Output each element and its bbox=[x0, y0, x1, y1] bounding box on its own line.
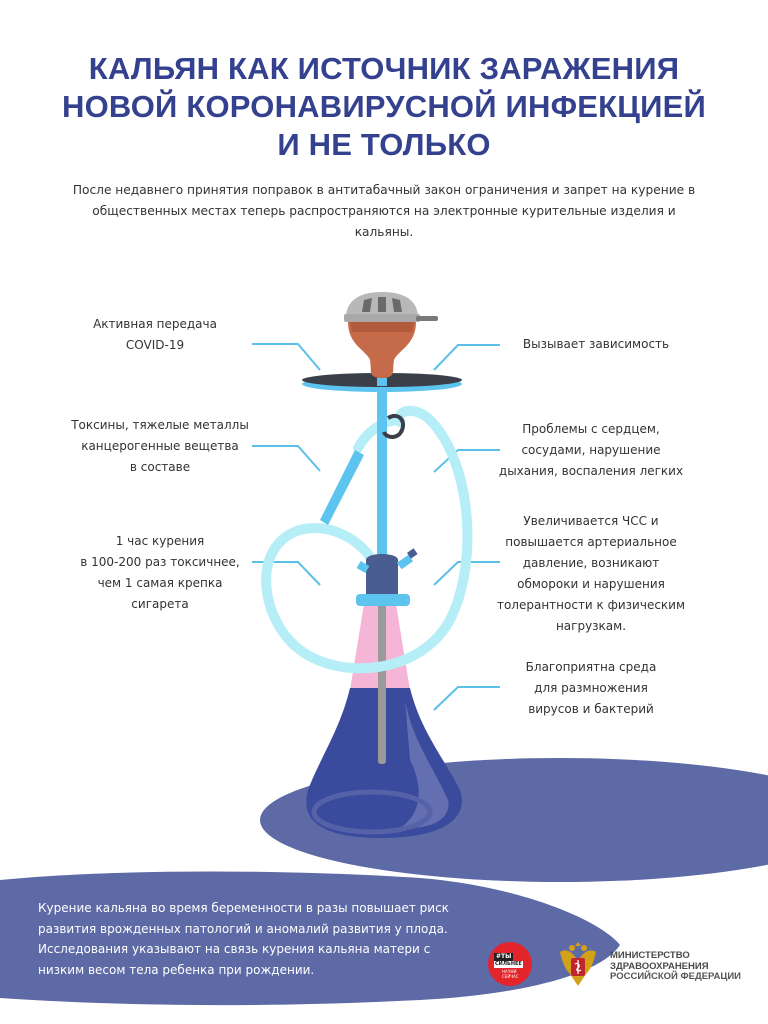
hose bbox=[261, 405, 473, 674]
callout-line-text: для размножения bbox=[534, 681, 648, 695]
callout-line-text: COVID-19 bbox=[125, 338, 185, 352]
intro-line: После недавнего принятия поправок в анти… bbox=[72, 183, 696, 197]
callout-line-text: нагрузкам. bbox=[555, 619, 627, 633]
campaign-logo: #ТЫ СИЛЬНЕЕ НАЧНИ СЕЙЧАС bbox=[488, 942, 532, 986]
callout-viruses: Благоприятна среда для размножения вирус… bbox=[486, 657, 696, 720]
port-right bbox=[396, 554, 414, 570]
callout-line bbox=[433, 561, 500, 586]
valve-cap bbox=[407, 548, 418, 559]
ministry-line: РОССИЙСКОЙ ФЕДЕРАЦИИ bbox=[610, 971, 742, 982]
hose-hook bbox=[382, 413, 405, 439]
callout-line-text: Благоприятна среда bbox=[525, 660, 657, 674]
collar bbox=[356, 594, 410, 606]
callout-line-text: обмороки и нарушения bbox=[517, 577, 665, 591]
callout-line-text: толерантности к физическим bbox=[496, 598, 686, 612]
callout-line-text: канцерогенные вещетва bbox=[81, 439, 239, 453]
stem-joint bbox=[366, 554, 398, 596]
warning-line: Исследования указывают на связь курения … bbox=[38, 942, 431, 956]
downstem bbox=[378, 604, 386, 764]
callout-covid: Активная передача COVID-19 bbox=[60, 314, 250, 356]
callout-line-text: сигарета bbox=[131, 597, 189, 611]
callout-line-text: в составе bbox=[129, 460, 191, 474]
callout-line-text: дыхания, воспаления легких bbox=[498, 464, 684, 478]
callout-toxicity: 1 час курения в 100-200 раз токсичнее, ч… bbox=[60, 531, 260, 615]
callout-line-text: чем 1 самая крепка bbox=[97, 576, 223, 590]
mouthpiece bbox=[320, 450, 364, 525]
callout-line bbox=[252, 445, 321, 472]
campaign-line2: НАЧНИ СЕЙЧАС bbox=[502, 969, 519, 979]
callout-line-text: давление, возникают bbox=[522, 556, 660, 570]
callout-pressure: Увеличивается ЧСС и повышается артериаль… bbox=[486, 511, 696, 637]
bottom-banner-shape bbox=[0, 871, 620, 1006]
intro-line: общественных местах теперь распространяю… bbox=[92, 204, 676, 218]
ministry-line: МИНИСТЕРСТВО bbox=[610, 950, 690, 961]
warning-line: низким весом тела ребенка при рождении. bbox=[38, 962, 315, 977]
callout-line-text: вирусов и бактерий bbox=[528, 702, 654, 716]
intro-line: кальяны. bbox=[354, 225, 414, 239]
vase-highlight bbox=[400, 700, 449, 829]
vent bbox=[362, 298, 372, 312]
heat-manager-rim bbox=[344, 314, 420, 322]
bowl-shade bbox=[350, 322, 414, 332]
callout-line bbox=[252, 343, 321, 371]
vent bbox=[392, 298, 402, 312]
callout-addiction: Вызывает зависимость bbox=[496, 334, 696, 355]
vase-base-ring bbox=[311, 789, 433, 835]
callout-line-text: Токсины, тяжелые металлы bbox=[71, 418, 249, 432]
title-line: И НЕ ТОЛЬКО bbox=[277, 127, 491, 162]
callout-line bbox=[433, 344, 500, 371]
callout-line-text: 1 час курения bbox=[115, 534, 205, 548]
bowl bbox=[348, 322, 416, 378]
hose-upper bbox=[353, 415, 405, 453]
stem bbox=[377, 388, 387, 563]
callout-line-text: сосудами, нарушение bbox=[521, 443, 661, 457]
callout-line-text: Увеличивается ЧСС и bbox=[523, 514, 659, 528]
callout-line-text: Вызывает зависимость bbox=[522, 337, 670, 351]
campaign-hashtag: #ТЫ bbox=[494, 953, 514, 961]
page-title: КАЛЬЯН КАК ИСТОЧНИК ЗАРАЖЕНИЯ НОВОЙ КОРО… bbox=[0, 50, 768, 164]
callout-line-text: Активная передача bbox=[93, 317, 217, 331]
warning-line: развития врожденных патологий и аномалий… bbox=[38, 921, 448, 936]
heat-manager-handle bbox=[416, 316, 438, 321]
intro-paragraph: После недавнего принятия поправок в анти… bbox=[70, 180, 698, 243]
port-left bbox=[356, 561, 370, 573]
campaign-line1: СИЛЬНЕЕ bbox=[494, 961, 523, 968]
callout-line-text: в 100-200 раз токсичнее, bbox=[80, 555, 240, 569]
callout-line-text: повышается артериальное bbox=[505, 535, 677, 549]
pregnancy-warning: Курение кальяна во время беременности в … bbox=[38, 898, 478, 980]
title-line: НОВОЙ КОРОНАВИРУСНОЙ ИНФЕКЦИЕЙ bbox=[62, 89, 706, 124]
stem-top bbox=[377, 378, 387, 386]
callout-line bbox=[433, 449, 500, 473]
callout-heart: Проблемы с сердцем, сосудами, нарушение … bbox=[486, 419, 696, 482]
vent bbox=[378, 297, 386, 312]
warning-line: Курение кальяна во время беременности в … bbox=[38, 901, 449, 915]
coat-of-arms-icon bbox=[560, 942, 596, 986]
callout-line-text: Проблемы с сердцем, bbox=[522, 422, 660, 436]
ministry-line: ЗДРАВООХРАНЕНИЯ bbox=[610, 960, 709, 972]
ministry-logo-text: МИНИСТЕРСТВО ЗДРАВООХРАНЕНИЯ РОССИЙСКОЙ … bbox=[610, 950, 742, 983]
callout-toxins: Токсины, тяжелые металлы канцерогенные в… bbox=[60, 415, 260, 478]
callout-line bbox=[433, 686, 500, 711]
title-line: КАЛЬЯН КАК ИСТОЧНИК ЗАРАЖЕНИЯ bbox=[88, 51, 680, 86]
